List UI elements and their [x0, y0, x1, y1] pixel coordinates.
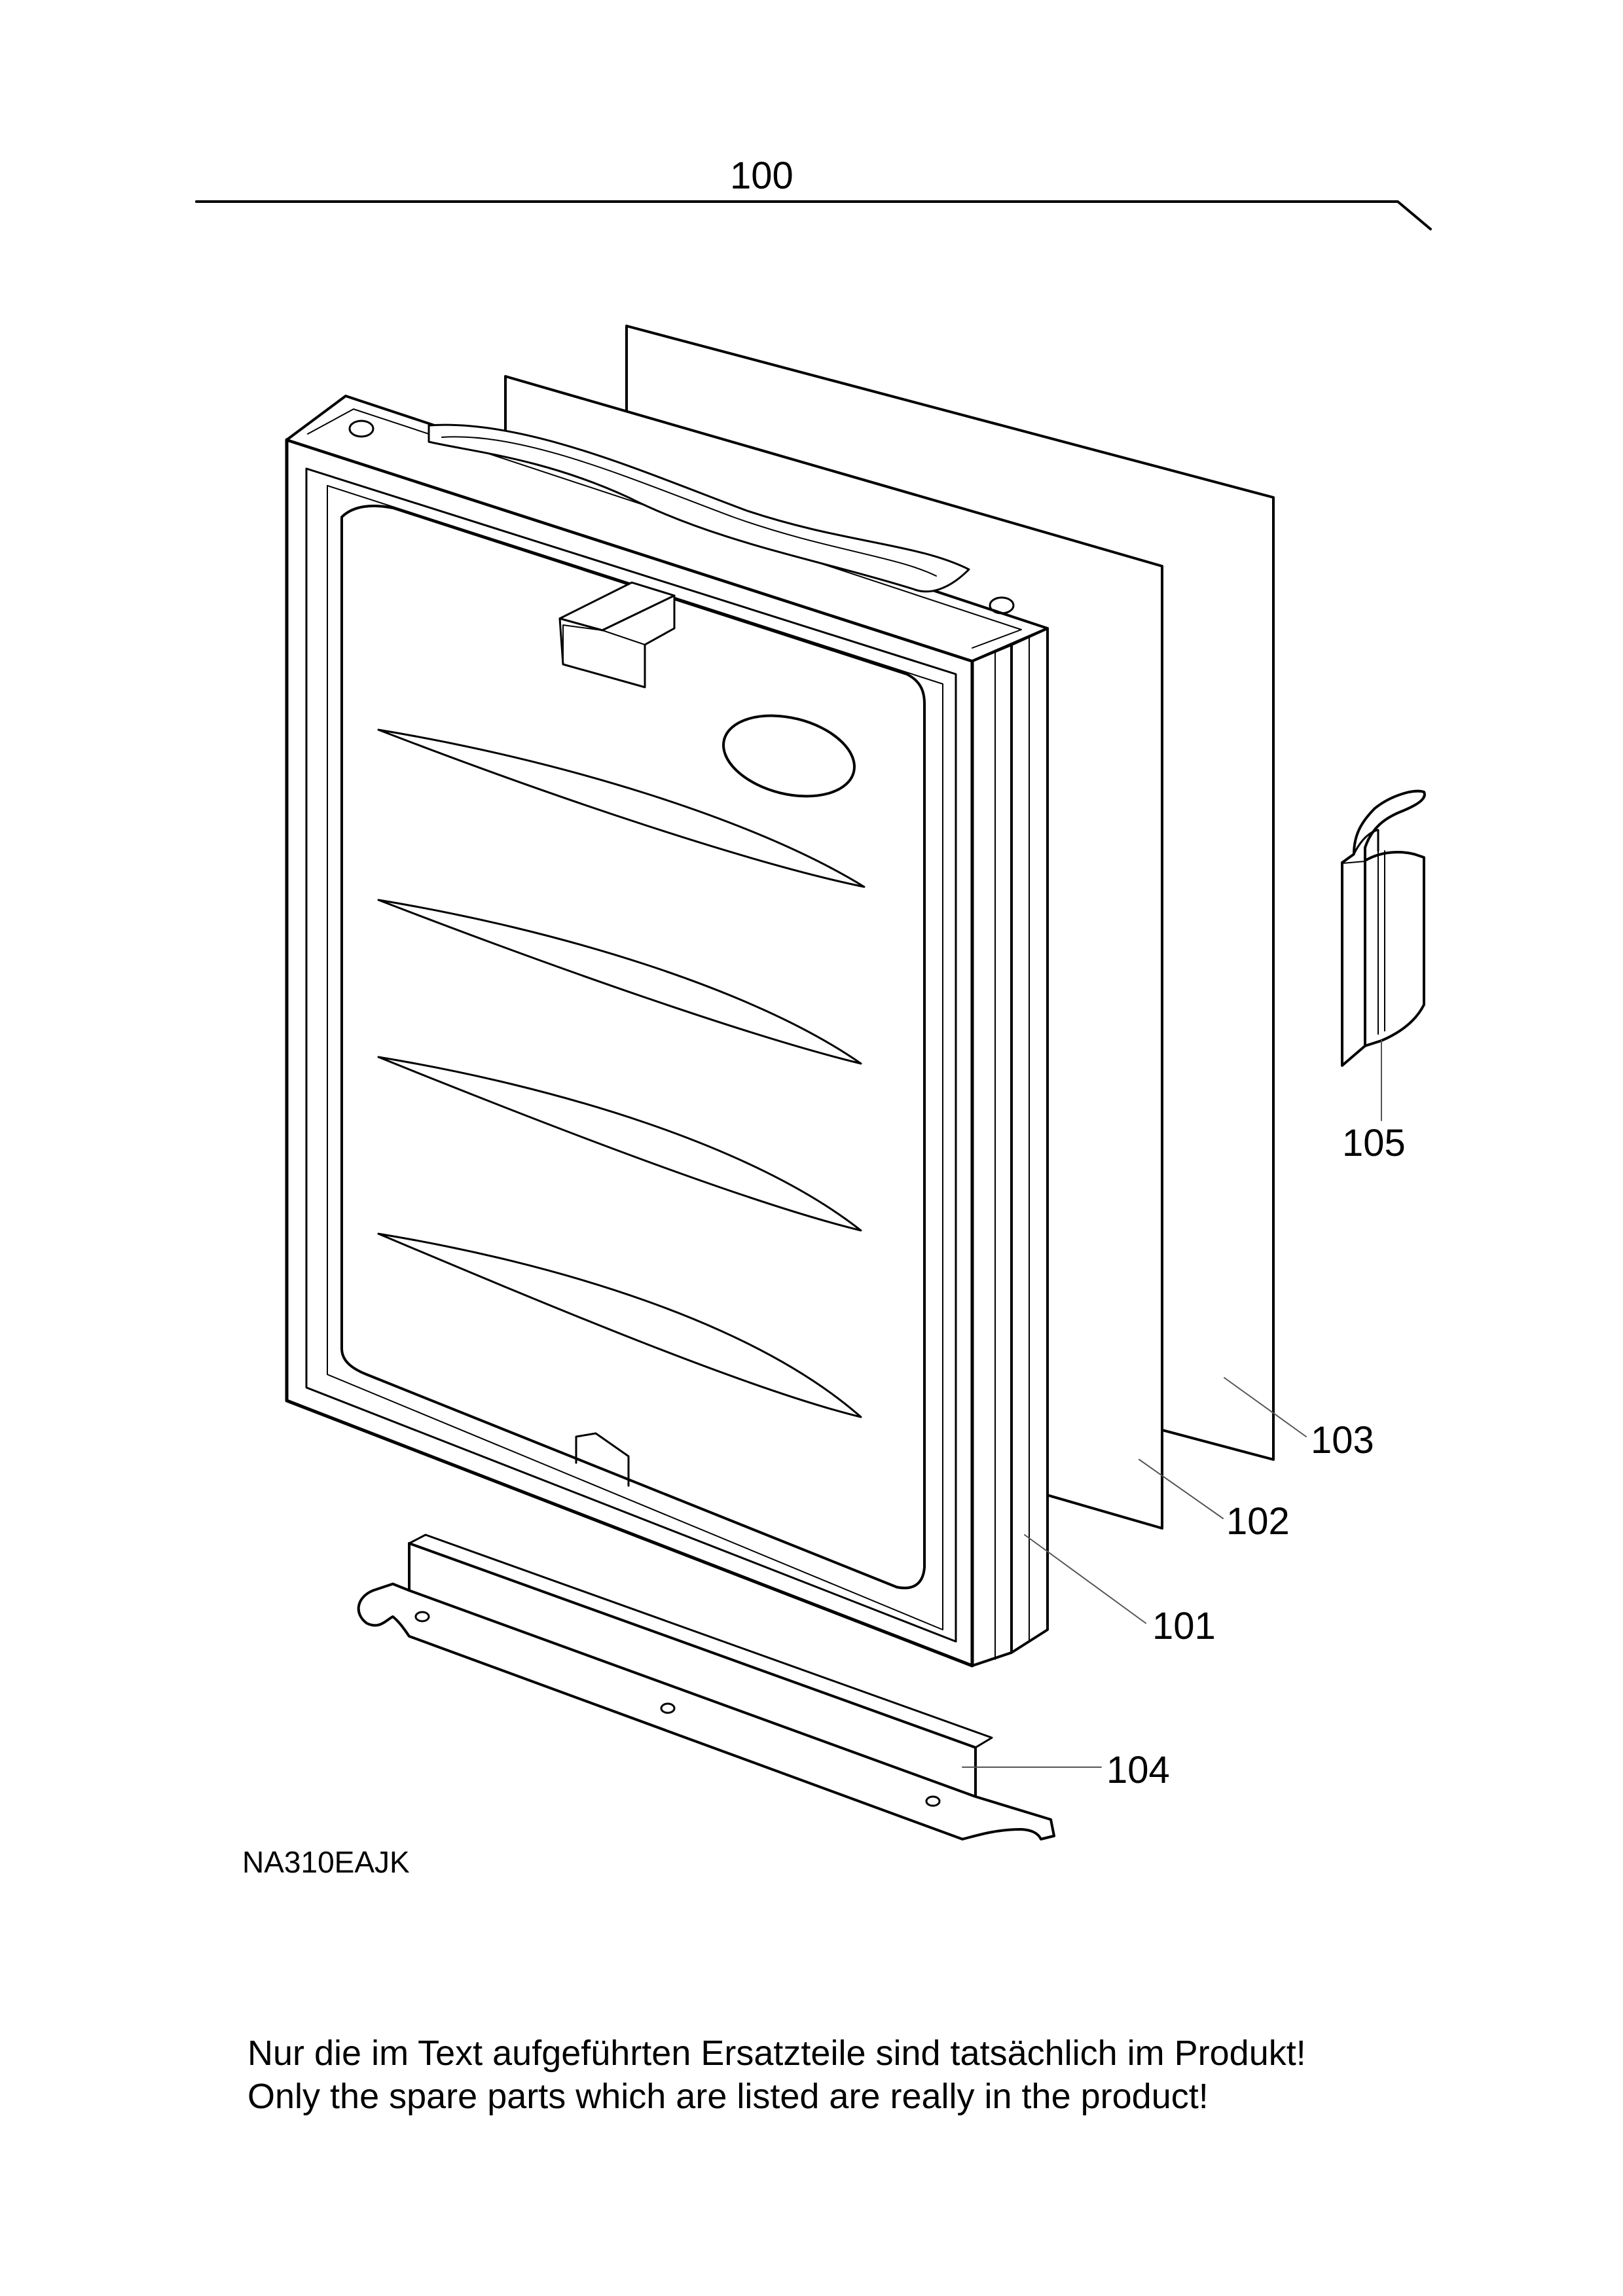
handle-105 [1341, 789, 1426, 1067]
callout-101: 101 [1152, 1605, 1216, 1647]
callout-103: 103 [1311, 1419, 1374, 1462]
note-german: Nur die im Text aufgeführten Ersatzteile… [247, 2034, 1306, 2073]
header-rule [195, 200, 1432, 230]
leader-103 [1224, 1377, 1307, 1437]
callout-105: 105 [1342, 1122, 1406, 1164]
leader-101 [1024, 1534, 1146, 1624]
leader-102 [1139, 1459, 1224, 1519]
note-english: Only the spare parts which are listed ar… [247, 2077, 1209, 2116]
callout-104: 104 [1106, 1749, 1170, 1791]
door-frame-101 [285, 395, 1049, 1668]
callout-102: 102 [1226, 1500, 1290, 1543]
drawing-code: NA310EAJK [242, 1845, 410, 1879]
drawing-title: 100 [730, 154, 793, 197]
leader-lines [962, 1040, 1382, 1768]
bottom-rail-104 [357, 1534, 1055, 1840]
